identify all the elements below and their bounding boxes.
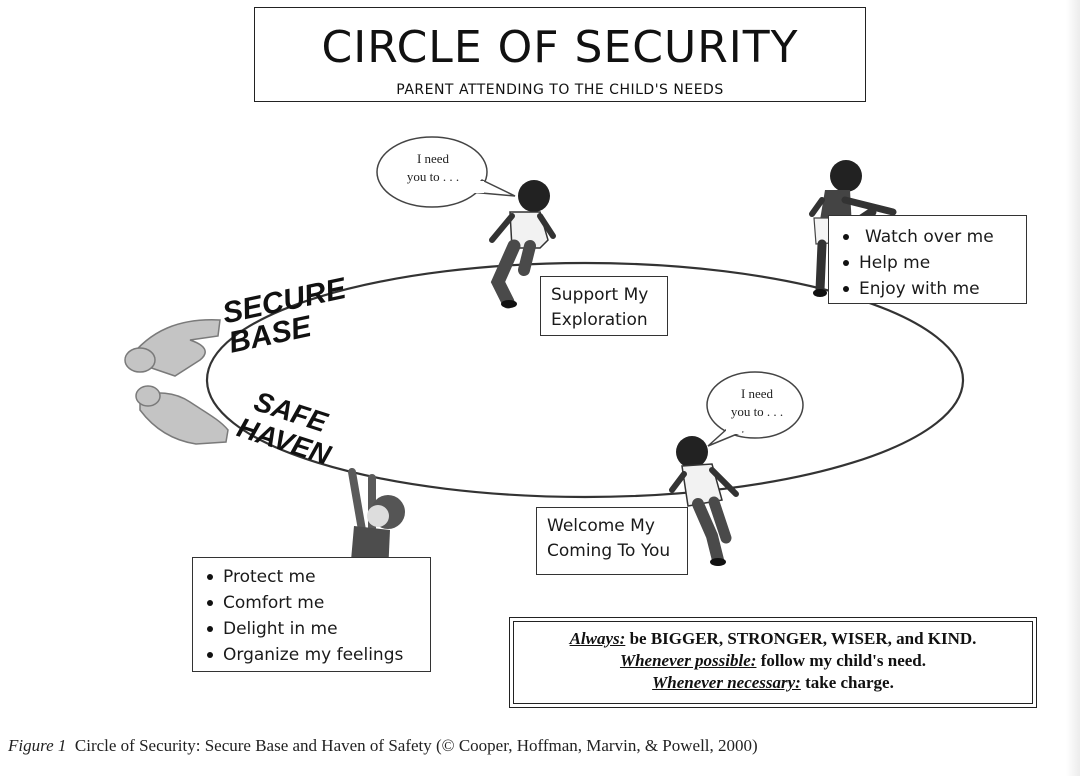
box-line: Support My (551, 285, 649, 305)
rule-always-label: Always: (569, 629, 626, 648)
need-watch-over: Watch over me (839, 224, 1020, 250)
rule-possible: Whenever possible: follow my child's nee… (514, 650, 1032, 672)
diagram-title: CIRCLE OF SECURITY (321, 22, 799, 73)
page-edge-shadow (1066, 0, 1080, 776)
diagram-subtitle: PARENT ATTENDING TO THE CHILD'S NEEDS (396, 82, 724, 98)
need-protect: Protect me (203, 564, 422, 590)
figure-caption: Figure 1 Circle of Security: Secure Base… (8, 736, 758, 756)
rules-inner: Always: be BIGGER, STRONGER, WISER, and … (513, 621, 1033, 704)
rule-necessary: Whenever necessary: take charge. (514, 672, 1032, 694)
bubble-line: you to . . . (730, 404, 784, 419)
rule-possible-label: Whenever possible: (619, 651, 757, 670)
rule-necessary-label: Whenever necessary: (652, 673, 801, 692)
support-exploration-box: Support My Exploration (540, 276, 668, 336)
rules-box: Always: be BIGGER, STRONGER, WISER, and … (509, 617, 1037, 708)
need-help: Help me (839, 250, 1020, 276)
speech-bubble-bottom-text: I need you to . . . (722, 385, 792, 421)
box-line: Welcome My (547, 516, 655, 536)
rule-always-text: be BIGGER, STRONGER, WISER, and KIND. (625, 629, 977, 648)
need-delight: Delight in me (203, 616, 422, 642)
figure-caption-text: Circle of Security: Secure Base and Have… (66, 736, 758, 755)
rule-always: Always: be BIGGER, STRONGER, WISER, and … (514, 628, 1032, 650)
title-box: CIRCLE OF SECURITY PARENT ATTENDING TO T… (254, 7, 866, 102)
hand-lower (135, 385, 229, 445)
rule-possible-text: follow my child's need. (756, 651, 926, 670)
box-line: Exploration (551, 310, 648, 330)
need-enjoy: Enjoy with me (839, 276, 1020, 302)
bubble-line: you to . . . (406, 169, 460, 184)
child-walking-bottom (669, 436, 739, 566)
rule-necessary-text: take charge. (800, 673, 894, 692)
box-line: Coming To You (547, 541, 671, 561)
child-walking-top (489, 180, 556, 309)
bottom-needs-box: Protect me Comfort me Delight in me Orga… (192, 557, 431, 672)
speech-bubble-bottom (706, 371, 804, 447)
need-comfort: Comfort me (203, 590, 422, 616)
bubble-line: I need (740, 386, 774, 401)
speech-bubble-top (376, 136, 516, 208)
hand-upper (124, 319, 221, 377)
speech-bubble-top-text: I need you to . . . (398, 150, 468, 186)
welcome-coming-box: Welcome My Coming To You (536, 507, 688, 575)
figure-label: Figure 1 (8, 736, 67, 755)
need-organize: Organize my feelings (203, 642, 422, 668)
top-needs-box: Watch over me Help me Enjoy with me (828, 215, 1027, 304)
bubble-line: I need (416, 151, 450, 166)
security-circle (205, 261, 965, 499)
